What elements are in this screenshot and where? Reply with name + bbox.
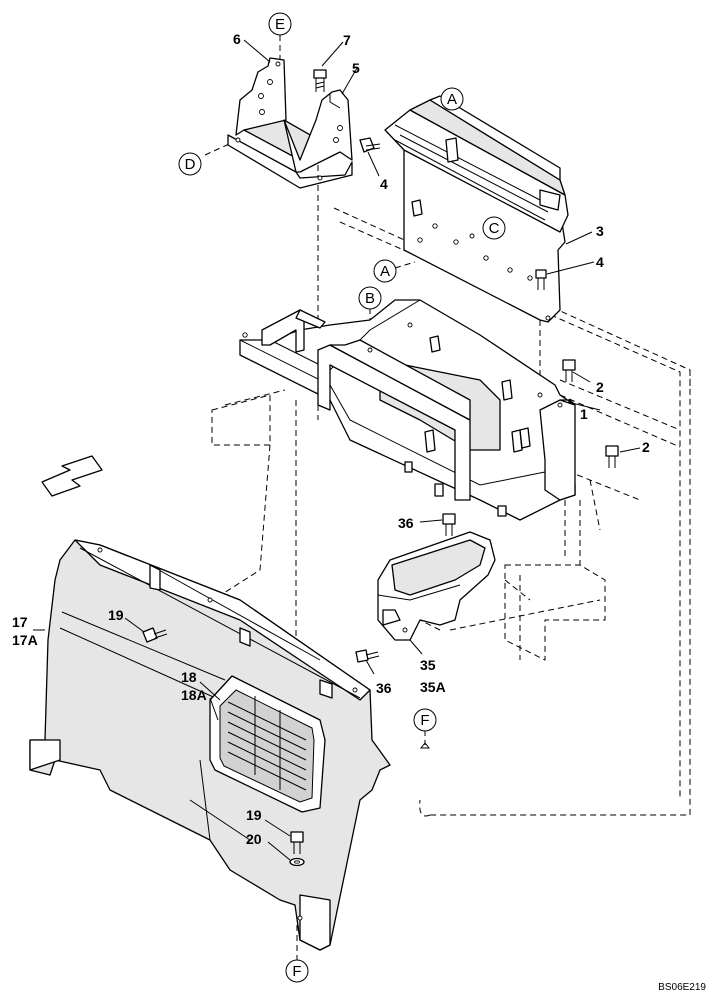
callout-19-left: 19 <box>108 607 124 623</box>
callout-4-upper: 4 <box>380 176 388 192</box>
callout-6: 6 <box>233 31 241 47</box>
callout-1: 1 <box>580 406 588 422</box>
callout-labels: 1 2 2 3 4 4 5 6 7 17 17A 18 18A 19 19 20… <box>12 31 650 847</box>
svg-text:A: A <box>380 263 390 280</box>
ref-marker-C: C <box>482 216 506 240</box>
callout-18: 18 <box>181 669 197 685</box>
bracket-item-6 <box>227 57 353 189</box>
bolt-item-2-upper <box>562 359 576 382</box>
callout-18A: 18A <box>181 687 207 703</box>
duct-item-35 <box>377 531 496 641</box>
leader-lines <box>33 39 641 861</box>
svg-text:A: A <box>447 91 457 108</box>
bolt-item-19-left <box>142 627 168 643</box>
callout-36-lower: 36 <box>376 680 392 696</box>
svg-text:F: F <box>420 712 429 729</box>
callout-7: 7 <box>343 32 351 48</box>
washer-item-20 <box>289 857 305 867</box>
bolt-item-19-lower <box>290 831 304 854</box>
grille-item-18 <box>209 675 326 813</box>
callout-5: 5 <box>352 60 360 76</box>
svg-text:B: B <box>365 290 375 307</box>
bolt-item-7 <box>313 69 327 92</box>
svg-text:D: D <box>185 156 196 173</box>
callout-2-upper: 2 <box>596 379 604 395</box>
bolt-item-36-lower <box>355 649 380 663</box>
callout-19-lower: 19 <box>246 807 262 823</box>
callout-4-lower: 4 <box>596 254 604 270</box>
svg-text:E: E <box>275 16 285 33</box>
ref-marker-F-lower: F <box>285 959 309 983</box>
bolt-item-36-upper <box>442 513 456 536</box>
ref-marker-F-upper: F <box>413 708 437 732</box>
ref-marker-A-upper: A <box>440 87 464 111</box>
front-direction-arrow <box>41 455 103 497</box>
callout-36-upper: 36 <box>398 515 414 531</box>
panel-item-3 <box>384 95 569 323</box>
bolt-item-4-upper <box>359 137 381 153</box>
drawing-code: BS06E219 <box>658 982 706 993</box>
callout-35A: 35A <box>420 679 446 695</box>
callout-20: 20 <box>246 831 262 847</box>
callout-17: 17 <box>12 614 28 630</box>
callout-3: 3 <box>596 223 604 239</box>
fastener-mark-f <box>419 742 431 749</box>
bolt-item-4-lower <box>535 269 547 290</box>
bolt-item-2-lower <box>605 445 619 468</box>
callout-35: 35 <box>420 657 436 673</box>
ref-marker-D: D <box>178 152 202 176</box>
ref-marker-E: E <box>268 12 292 36</box>
svg-text:C: C <box>489 220 500 237</box>
ref-marker-B: B <box>358 286 382 310</box>
callout-17A: 17A <box>12 632 38 648</box>
svg-text:F: F <box>292 963 301 980</box>
ref-marker-A-lower: A <box>373 259 397 283</box>
reference-markers: E A D C A B F F <box>178 12 506 983</box>
frame-item-1 <box>239 299 576 521</box>
callout-2-lower: 2 <box>642 439 650 455</box>
